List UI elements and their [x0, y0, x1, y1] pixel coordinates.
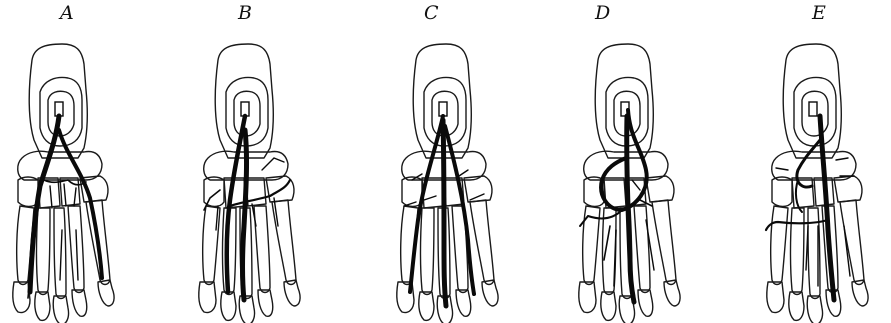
panel-b-bone-11	[254, 206, 270, 293]
panel-e-bone-14	[789, 292, 804, 320]
panel-b-artery-4	[262, 158, 284, 170]
panel-b-artery-1	[243, 130, 247, 300]
panel-c-artery-1	[443, 120, 446, 306]
panel-c-bone-12	[470, 200, 494, 285]
panel-c-bone-14	[419, 292, 434, 320]
panel-c-foot	[397, 44, 498, 323]
panel-b-foot	[199, 44, 300, 323]
panel-a-bone-11	[68, 206, 84, 293]
panel-a-bone-14	[35, 292, 50, 320]
panel-a-bone-0	[29, 44, 87, 158]
panel-a-bone-16	[72, 290, 87, 316]
panel-a-artery-5	[60, 230, 78, 280]
panel-d-bone-14	[601, 292, 616, 320]
panel-b-bone-13	[199, 282, 216, 313]
panel-d-bone-13	[579, 282, 596, 313]
panel-e-bone-12	[840, 200, 864, 285]
panel-a-artery-2	[44, 180, 86, 185]
panel-e-foot	[766, 44, 868, 323]
panel-d-foot	[579, 44, 680, 323]
panel-a-bone-3	[18, 151, 102, 180]
panel-e-bone-8	[771, 206, 788, 285]
panel-a-bone-9	[37, 208, 51, 295]
panel-a-bone-15	[53, 296, 68, 323]
panel-b-bone-14	[221, 292, 236, 320]
panel-c-bone-16	[456, 290, 471, 316]
panel-e-bone-13	[767, 282, 784, 313]
panel-a-bone-10	[54, 208, 66, 299]
panel-b-bone-16	[258, 290, 273, 316]
panel-e-bone-15	[807, 296, 822, 323]
panel-b-bone-4	[204, 177, 224, 207]
panel-c-artery-stump	[439, 102, 447, 116]
panel-e-bone-9	[791, 208, 805, 295]
panel-d-artery-1	[627, 116, 634, 302]
panel-d-bone-16	[638, 290, 653, 316]
panel-a-foot	[13, 44, 114, 323]
panel-d-bone-0	[595, 44, 653, 158]
panel-c-bone-4	[402, 177, 422, 207]
panel-e-artery-4	[776, 158, 854, 176]
panel-b-artery-2	[230, 180, 290, 206]
panel-e-artery-stump	[809, 102, 817, 116]
panel-e-bone-0	[783, 44, 841, 158]
panel-d-bone-12	[652, 200, 676, 285]
panel-c-bone-9	[421, 208, 435, 295]
panel-d-bone-11	[634, 206, 650, 293]
panel-e-bone-4	[772, 177, 792, 207]
